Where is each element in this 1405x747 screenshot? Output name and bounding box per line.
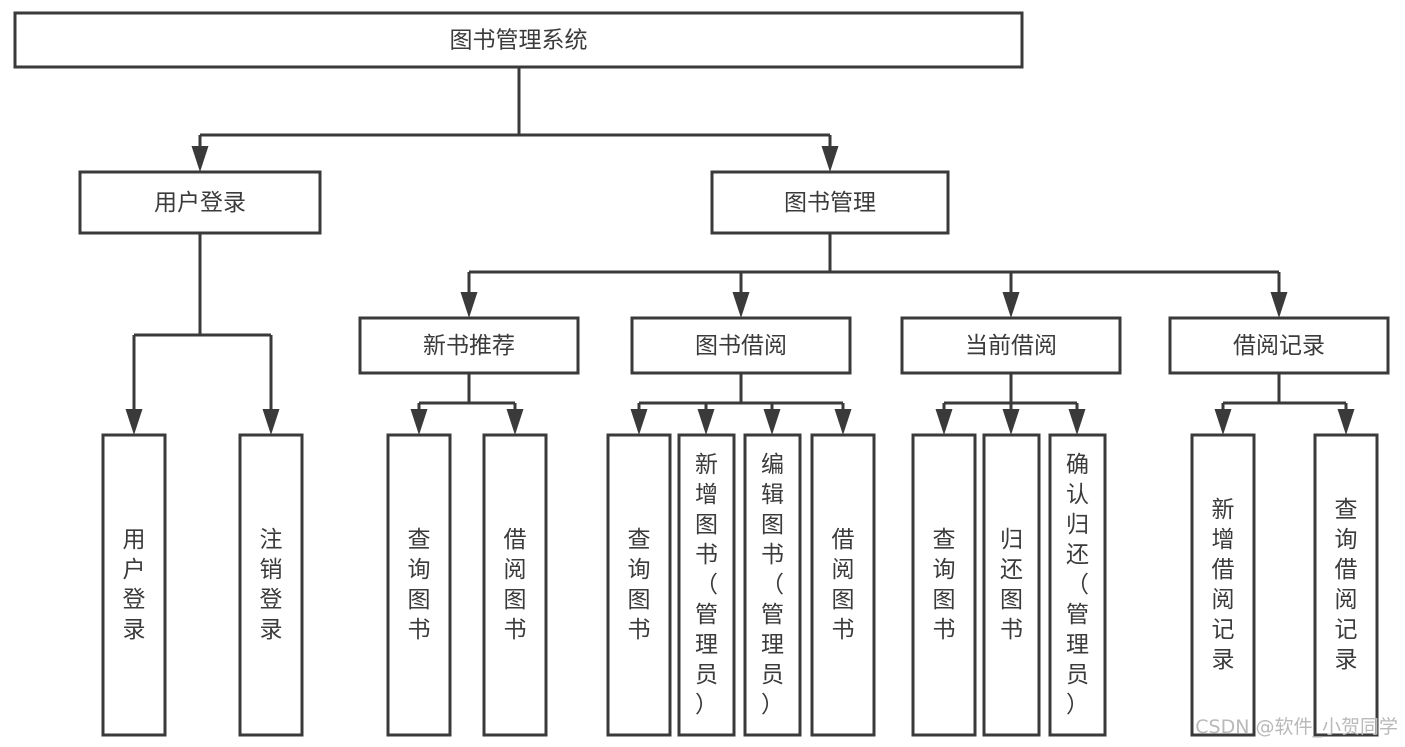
node-label-leaf-borrow-book: 借阅图书 [832, 527, 855, 643]
arrow-head-icon [1002, 292, 1020, 318]
node-box-leaf-return-book[interactable] [982, 433, 1041, 737]
node-leaf-confirm-return-admin[interactable]: 确认归还（管理员） [1048, 433, 1107, 737]
node-leaf-user-logout[interactable]: 注销登录 [238, 433, 304, 737]
arrow-head-icon [1214, 409, 1232, 435]
node-user-login[interactable]: 用户登录 [78, 170, 322, 235]
node-label-leaf-add-book-admin: 新增图书（管理员） [695, 452, 718, 718]
node-label-root: 图书管理系统 [450, 28, 588, 54]
node-label-book-manage: 图书管理 [784, 190, 876, 216]
connector-new-book-rec [410, 373, 524, 435]
node-borrow-record[interactable]: 借阅记录 [1168, 316, 1390, 375]
node-leaf-query-book-rec[interactable]: 查询图书 [386, 433, 452, 737]
arrow-head-icon [697, 409, 715, 435]
node-box-leaf-borrow-book[interactable] [810, 433, 876, 737]
node-box-leaf-query-book-rec[interactable] [386, 433, 452, 737]
node-label-user-login: 用户登录 [154, 190, 246, 216]
arrow-head-icon [460, 292, 478, 318]
node-layer: 图书管理系统用户登录图书管理新书推荐图书借阅当前借阅借阅记录用户登录注销登录查询… [13, 11, 1390, 737]
arrow-head-icon [1337, 409, 1355, 435]
connector-layer [125, 67, 1355, 435]
node-box-leaf-add-book-admin[interactable] [677, 433, 736, 737]
node-leaf-add-borrow-record[interactable]: 新增借阅记录 [1190, 433, 1256, 737]
node-box-user-login[interactable] [78, 170, 322, 235]
node-leaf-query-book-borrow[interactable]: 查询图书 [606, 433, 672, 737]
arrow-head-icon [732, 292, 750, 318]
arrow-head-icon [821, 146, 839, 172]
node-label-leaf-query-book-borrow: 查询图书 [628, 527, 651, 643]
node-book-borrow[interactable]: 图书借阅 [630, 316, 852, 375]
node-root[interactable]: 图书管理系统 [13, 11, 1024, 69]
arrow-head-icon [834, 409, 852, 435]
node-box-leaf-user-logout[interactable] [238, 433, 304, 737]
arrow-head-icon [1068, 409, 1086, 435]
node-label-leaf-user-logout: 注销登录 [260, 527, 283, 643]
node-box-leaf-query-book-borrow[interactable] [606, 433, 672, 737]
watermark-label: CSDN @软件_小贺同学 [1195, 716, 1398, 738]
node-box-leaf-query-book-current[interactable] [911, 433, 977, 737]
node-box-leaf-confirm-return-admin[interactable] [1048, 433, 1107, 737]
arrow-head-icon [1002, 409, 1020, 435]
node-label-borrow-record: 借阅记录 [1233, 333, 1325, 359]
node-leaf-borrow-book[interactable]: 借阅图书 [810, 433, 876, 737]
node-label-leaf-edit-book-admin: 编辑图书（管理员） [761, 452, 784, 718]
connector-borrow-record [1214, 373, 1355, 435]
node-box-new-book-rec[interactable] [358, 316, 580, 375]
node-label-new-book-rec: 新书推荐 [423, 333, 515, 359]
node-box-borrow-record[interactable] [1168, 316, 1390, 375]
node-leaf-borrow-book-rec[interactable]: 借阅图书 [482, 433, 548, 737]
node-box-leaf-borrow-book-rec[interactable] [482, 433, 548, 737]
node-leaf-query-book-current[interactable]: 查询图书 [911, 433, 977, 737]
node-leaf-query-borrow-record[interactable]: 查询借阅记录 [1313, 433, 1379, 737]
arrow-head-icon [506, 409, 524, 435]
node-box-current-borrow[interactable] [900, 316, 1122, 375]
arrow-head-icon [262, 409, 280, 435]
arrow-head-icon [763, 409, 781, 435]
node-label-leaf-user-login: 用户登录 [123, 527, 146, 643]
node-label-leaf-add-borrow-record: 新增借阅记录 [1212, 497, 1235, 673]
connector-current-borrow [935, 373, 1086, 435]
node-book-manage[interactable]: 图书管理 [710, 170, 950, 235]
arrow-head-icon [125, 409, 143, 435]
node-leaf-edit-book-admin[interactable]: 编辑图书（管理员） [743, 433, 802, 737]
node-label-leaf-query-book-rec: 查询图书 [408, 527, 431, 643]
node-label-leaf-query-book-current: 查询图书 [933, 527, 956, 643]
node-label-leaf-confirm-return-admin: 确认归还（管理员） [1066, 452, 1089, 718]
node-new-book-rec[interactable]: 新书推荐 [358, 316, 580, 375]
connector-book-borrow [630, 373, 852, 435]
node-box-root[interactable] [13, 11, 1024, 69]
node-box-leaf-query-borrow-record[interactable] [1313, 433, 1379, 737]
node-box-book-manage[interactable] [710, 170, 950, 235]
arrow-head-icon [191, 146, 209, 172]
node-box-leaf-user-login[interactable] [101, 433, 167, 737]
connector-root [191, 67, 839, 172]
connector-book-manage [460, 233, 1288, 318]
node-label-leaf-return-book: 归还图书 [1000, 527, 1023, 643]
node-current-borrow[interactable]: 当前借阅 [900, 316, 1122, 375]
node-leaf-return-book[interactable]: 归还图书 [982, 433, 1041, 737]
arrow-head-icon [935, 409, 953, 435]
node-box-leaf-edit-book-admin[interactable] [743, 433, 802, 737]
node-label-book-borrow: 图书借阅 [695, 333, 787, 359]
arrow-head-icon [630, 409, 648, 435]
node-label-leaf-query-borrow-record: 查询借阅记录 [1335, 497, 1358, 673]
node-box-leaf-add-borrow-record[interactable] [1190, 433, 1256, 737]
arrow-head-icon [410, 409, 428, 435]
node-label-leaf-borrow-book-rec: 借阅图书 [504, 527, 527, 643]
node-leaf-add-book-admin[interactable]: 新增图书（管理员） [677, 433, 736, 737]
node-leaf-user-login[interactable]: 用户登录 [101, 433, 167, 737]
node-box-book-borrow[interactable] [630, 316, 852, 375]
connector-user-login [125, 233, 280, 435]
arrow-head-icon [1270, 292, 1288, 318]
node-label-current-borrow: 当前借阅 [965, 333, 1057, 359]
